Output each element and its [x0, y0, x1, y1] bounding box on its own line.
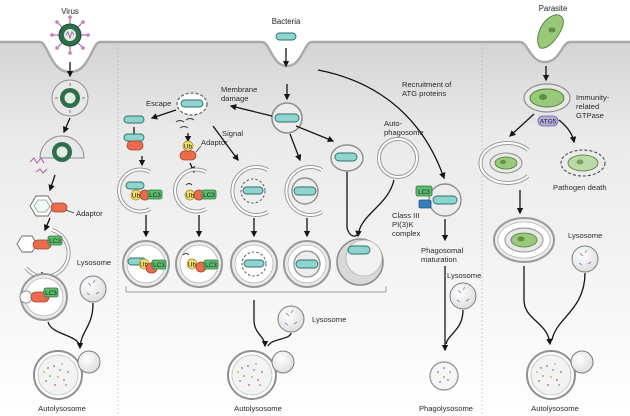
- phagophore-bacteria-5: [330, 144, 364, 172]
- class3-label-2: PI(3)K: [392, 220, 414, 229]
- parasitophorous-vacuole: [523, 83, 571, 113]
- parasite-cell: [537, 14, 564, 49]
- membrane-fragments: [175, 118, 195, 129]
- damaged-phagosome: [176, 92, 208, 116]
- lc3-tag-b3: LC3: [153, 262, 165, 269]
- maturation-label-1: Phagosomal: [421, 246, 464, 255]
- lc3-phagosome: LC3: [415, 183, 462, 217]
- recruitment-label-1: Recruitment of: [402, 80, 452, 89]
- bacteria-outcome: Autolysosome: [234, 404, 282, 413]
- ub-tag-2: Ub: [186, 193, 195, 200]
- autophagosome-label-2: phagosome: [384, 128, 424, 137]
- phagophore-bacteria-2: Ub LC3: [173, 167, 217, 214]
- escaped-bacterium: [123, 115, 145, 124]
- autophagosome-b4: [283, 240, 331, 288]
- virus-lysosome-label: Lysosome: [77, 258, 111, 267]
- parasite-phagophore: [478, 141, 530, 185]
- class3-label-3: complex: [392, 229, 420, 238]
- virus-autolysosome: [33, 350, 101, 400]
- virus-outcome: Autolysosome: [38, 404, 86, 413]
- membrane-damage-label-2: damage: [221, 94, 248, 103]
- autophagosome-b1: Ub LC3: [122, 240, 170, 288]
- parasite-lysosome-label: Lysosome: [568, 231, 602, 240]
- atg5-badge: [537, 115, 559, 127]
- parasite-autophagosome: [493, 217, 555, 263]
- phagosome-lysosome-label: Lysosome: [447, 271, 481, 280]
- membrane-damage-label-1: Membrane: [221, 85, 257, 94]
- lc3-tag-b1: LC3: [149, 192, 161, 199]
- escaped-bacterium-ub: [123, 133, 145, 151]
- phagophore-bacteria-3: [230, 165, 269, 217]
- ub-tag-4: Ub: [188, 262, 197, 269]
- virus-uncoating: [29, 135, 85, 174]
- autophagosome-b2: Ub LC3: [175, 240, 223, 288]
- parasite-autolysosome: [526, 350, 594, 400]
- bacteria-autolysosome: [227, 350, 295, 400]
- gtpase-label-1: Immunity-: [576, 93, 610, 102]
- fragment-adaptor: Ub: [179, 140, 197, 161]
- free-autophagosome: [377, 137, 419, 179]
- atg5-tag: ATG5: [540, 119, 557, 126]
- phagosome-outcome: Phagolysosome: [419, 404, 473, 413]
- maturation-label-2: maturation: [421, 255, 457, 264]
- signal-label: Signal: [222, 129, 243, 138]
- class3-label-1: Class III: [392, 211, 419, 220]
- virus-endosome: [51, 79, 89, 117]
- phagolysosome: [429, 361, 459, 391]
- virus-lc3-tag-2: LC3: [45, 290, 57, 297]
- fragment-ub-tag: Ub: [184, 144, 193, 151]
- phagophore-bacteria-1: Ub LC3: [117, 167, 163, 214]
- amphisome-b5: [336, 238, 384, 286]
- virus-title: Virus: [61, 7, 79, 16]
- virus-adaptor-label: Adaptor: [76, 209, 103, 218]
- bacteria-lysosome: [277, 305, 305, 333]
- phagophore-bacteria-4: [284, 165, 323, 217]
- disrupted-vacuole: [560, 149, 606, 177]
- pathogen-death-label: Pathogen death: [553, 183, 607, 192]
- bacteria-phagosome: [271, 102, 303, 134]
- autophagosome-label-1: Auto-: [384, 119, 403, 128]
- bacteria-adaptor-label: Adaptor: [201, 138, 228, 147]
- bacteria-lysosome-label: Lysosome: [312, 315, 346, 324]
- ub-tag-1: Ub: [132, 193, 141, 200]
- autophagosome-b3: [230, 240, 278, 288]
- parasite-outcome: Autolysosome: [531, 404, 579, 413]
- virus-autophagosome: LC3: [19, 273, 68, 321]
- gtpase-label-2: related: [576, 102, 599, 111]
- phagosome-lysosome: [449, 282, 477, 310]
- lc3-tag-b2: LC3: [203, 192, 215, 199]
- escape-label: Escape: [146, 99, 171, 108]
- cytoplasm: [0, 42, 630, 416]
- bracket: [125, 286, 387, 293]
- parasite-title: Parasite: [539, 4, 568, 13]
- virus-lysosome: [79, 275, 107, 303]
- bacterium-entering: [275, 32, 297, 41]
- lc3-tag-b4: LC3: [205, 262, 217, 269]
- ub-tag-3: Ub: [140, 262, 149, 269]
- bacteria-title: Bacteria: [272, 17, 301, 26]
- phagosome-lc3-tag: LC3: [418, 189, 430, 196]
- parasite-lysosome: [571, 245, 599, 273]
- virus-particle: [50, 15, 90, 55]
- gtpase-label-3: GTPase: [576, 111, 604, 120]
- virus-adaptor-complex: [29, 195, 68, 217]
- virus-lc3-tag-1: LC3: [49, 238, 61, 245]
- recruitment-label-2: ATG proteins: [402, 89, 446, 98]
